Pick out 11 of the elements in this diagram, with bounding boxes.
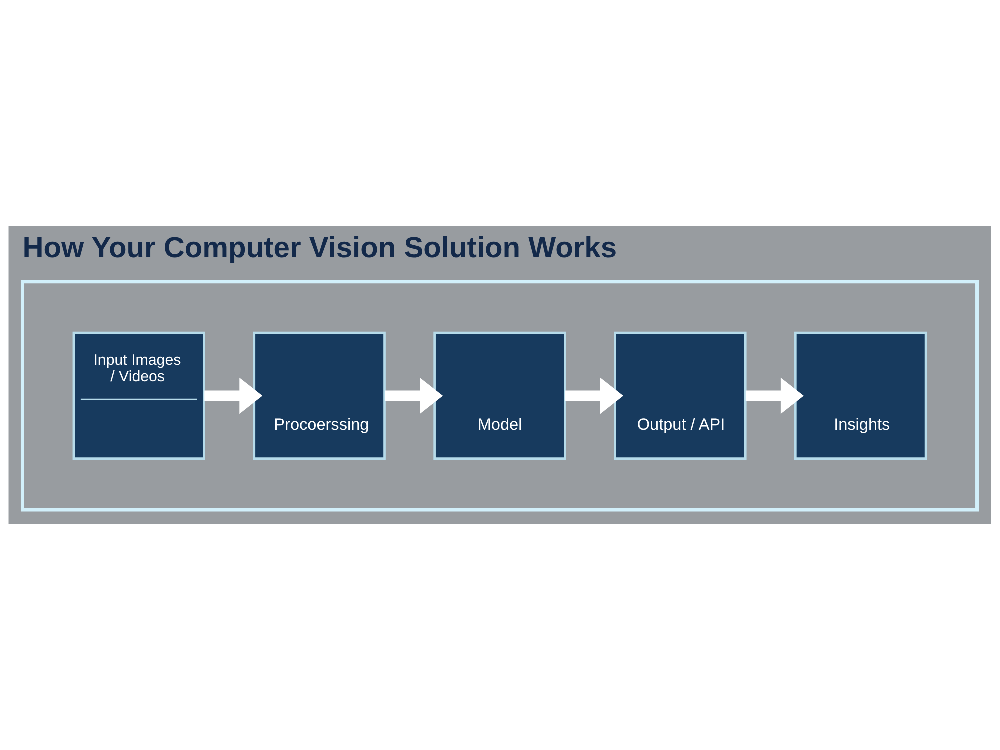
arrow xyxy=(204,378,263,414)
node-box: Input Images / Videos xyxy=(72,332,206,460)
node-box: Model xyxy=(434,332,566,460)
node-box: Insights xyxy=(794,332,928,460)
arrow xyxy=(565,378,624,414)
arrow xyxy=(746,378,804,414)
diagram-title: How Your Computer Vision Solution Works xyxy=(22,232,618,264)
node-box: Procoerssing xyxy=(253,332,386,460)
arrow xyxy=(385,378,444,414)
node-box: Output / API xyxy=(614,332,747,460)
cluster xyxy=(21,280,979,512)
